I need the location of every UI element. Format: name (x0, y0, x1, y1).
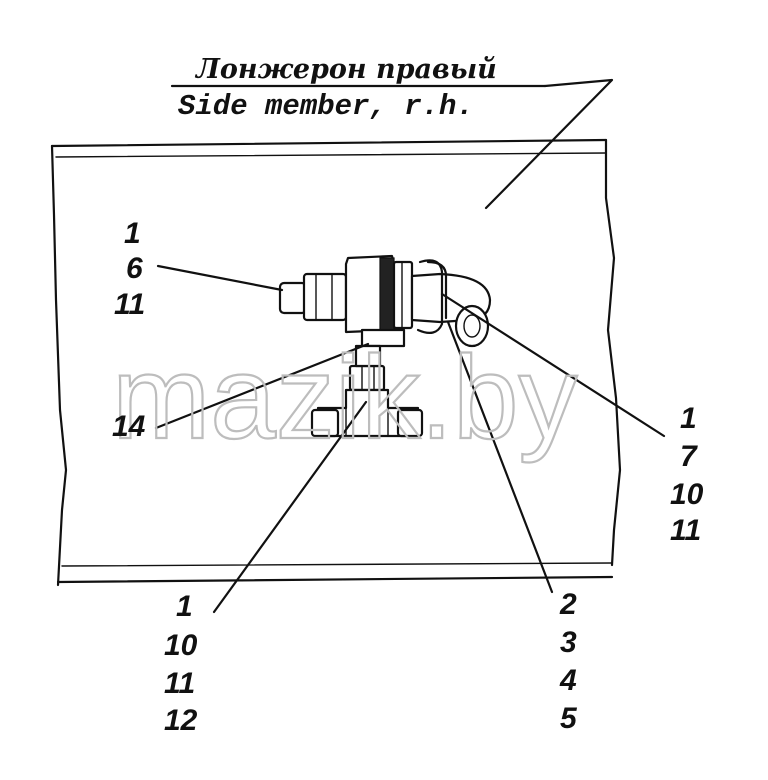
callout-bottom-left: 1 10 11 12 (164, 590, 198, 737)
left-nut (302, 272, 348, 322)
callout-number: 1 (124, 217, 141, 250)
body-collar (392, 260, 414, 330)
caption-en: Side member, r.h. (178, 90, 474, 123)
watermark: mazik.by (112, 332, 578, 464)
callout-number: 3 (560, 626, 577, 659)
callout-number: 10 (164, 629, 198, 662)
leader-left (154, 342, 370, 430)
callout-number: 12 (164, 704, 198, 737)
body-flange (379, 257, 395, 333)
callout-number: 10 (670, 478, 704, 511)
caption-leader (484, 78, 614, 210)
leader-right (440, 292, 666, 438)
callout-number: 11 (670, 514, 701, 547)
callout-number: 4 (559, 664, 577, 697)
callout-upper-left: 1 6 11 (114, 217, 145, 321)
callout-number: 14 (112, 410, 146, 443)
leader-bottom-right (446, 320, 554, 594)
elbow-port (454, 304, 490, 348)
lower-neck (360, 328, 406, 348)
caption-ru: Лонжерон правый (194, 54, 497, 85)
leader-bottom-left (212, 400, 368, 614)
left-fitting (278, 281, 308, 315)
callout-number: 11 (164, 667, 195, 700)
callout-number: 6 (126, 252, 143, 285)
callout-number: 2 (559, 588, 577, 621)
callout-number: 7 (680, 440, 698, 473)
clamp-ring (416, 259, 444, 335)
caption: Лонжерон правый Side member, r.h. (170, 54, 547, 123)
callout-number: 5 (560, 702, 578, 735)
callout-bottom-right: 2 3 4 5 (559, 588, 578, 735)
callout-number: 1 (680, 402, 697, 435)
callout-number: 1 (176, 590, 193, 623)
callout-left: 14 (112, 410, 146, 443)
leader-lines (154, 264, 666, 614)
callout-right: 1 7 10 11 (670, 402, 704, 547)
side-member (50, 138, 622, 587)
leader-upper-left (156, 264, 284, 292)
callout-number: 11 (114, 288, 145, 321)
valve-assembly (278, 254, 492, 438)
